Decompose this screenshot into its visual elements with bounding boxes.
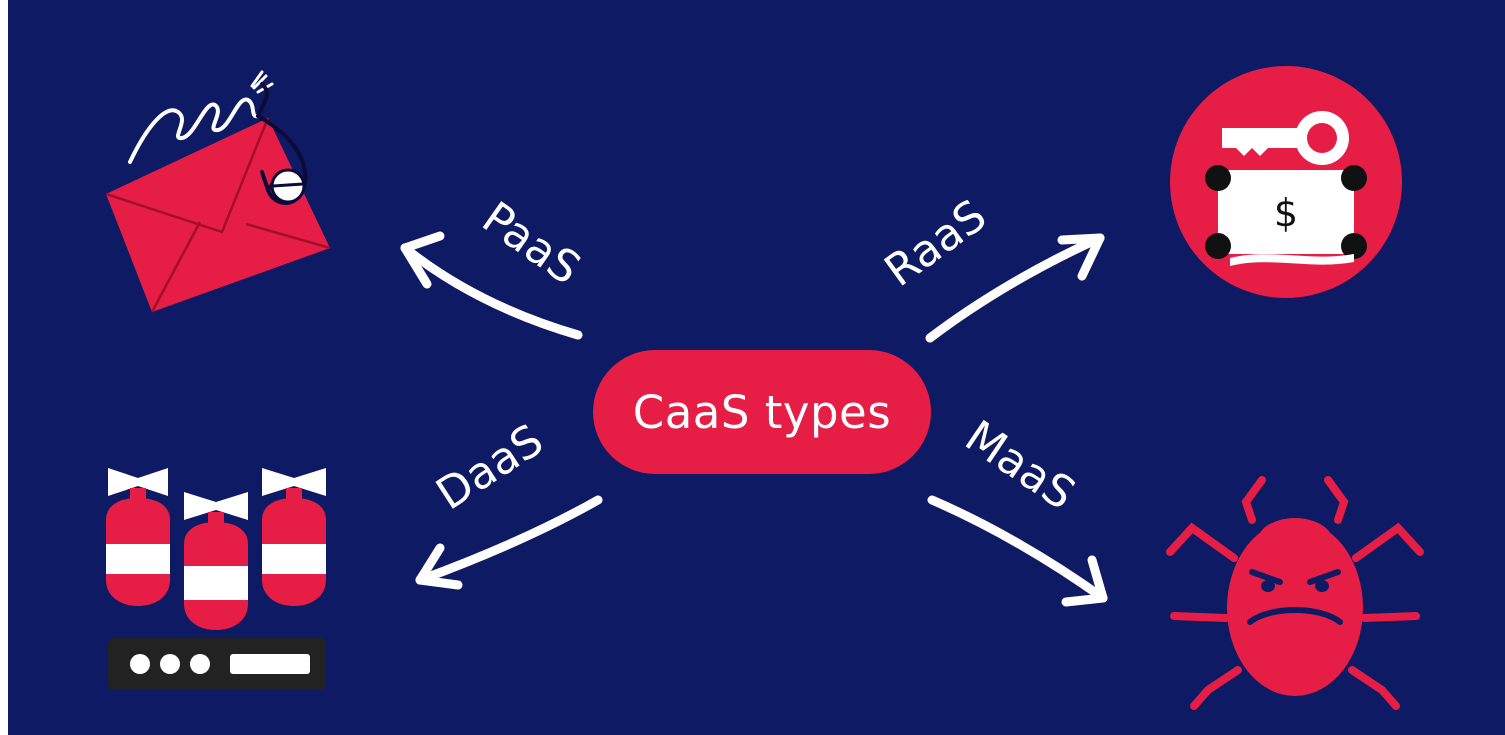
- arrow-paas: [400, 231, 583, 340]
- center-node-label: CaaS types: [632, 385, 892, 439]
- phishing-envelope-icon: [105, 70, 331, 313]
- ransom-key-money-icon: $: [1170, 66, 1402, 298]
- svg-text:$: $: [1274, 191, 1298, 235]
- ddos-bombs-icon: [106, 468, 326, 690]
- malware-bug-icon: [1166, 476, 1424, 710]
- arrow-maas: [927, 495, 1108, 607]
- center-node: CaaS types: [593, 350, 931, 474]
- arrow-raas: [925, 233, 1105, 343]
- arrow-daas: [415, 495, 603, 590]
